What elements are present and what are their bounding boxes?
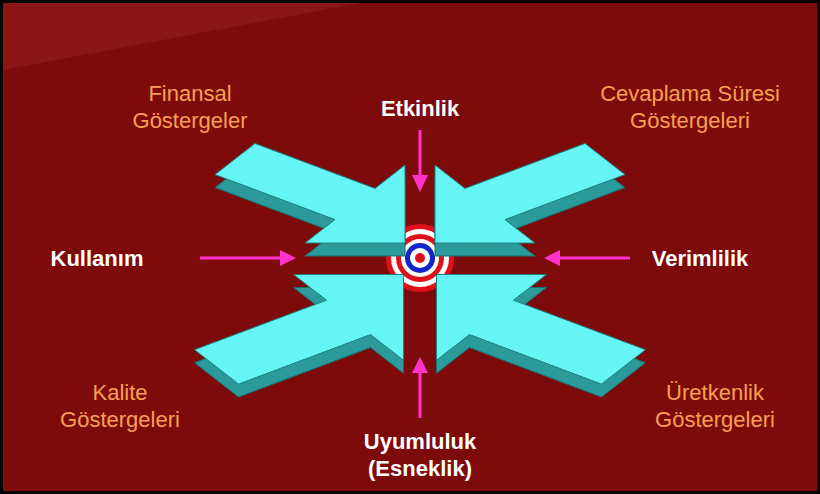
indicator-label: Üretkenlik Göstergeleri bbox=[630, 379, 800, 433]
criterion-label: Kullanım bbox=[22, 245, 172, 272]
criterion-label: Uyumluluk (Esneklik) bbox=[340, 428, 500, 482]
indicator-label: Kalite Göstergeleri bbox=[40, 379, 200, 433]
indicator-label: Finansal Göstergeler bbox=[105, 80, 275, 134]
pointer-arrow bbox=[200, 130, 630, 418]
arrow-top bbox=[195, 143, 646, 384]
background-band bbox=[3, 3, 360, 70]
background bbox=[3, 3, 817, 491]
criterion-label: Verimlilik bbox=[625, 245, 775, 272]
indicator-label: Cevaplama Süresi Göstergeleri bbox=[575, 80, 805, 134]
criterion-label: Etkinlik bbox=[340, 95, 500, 122]
